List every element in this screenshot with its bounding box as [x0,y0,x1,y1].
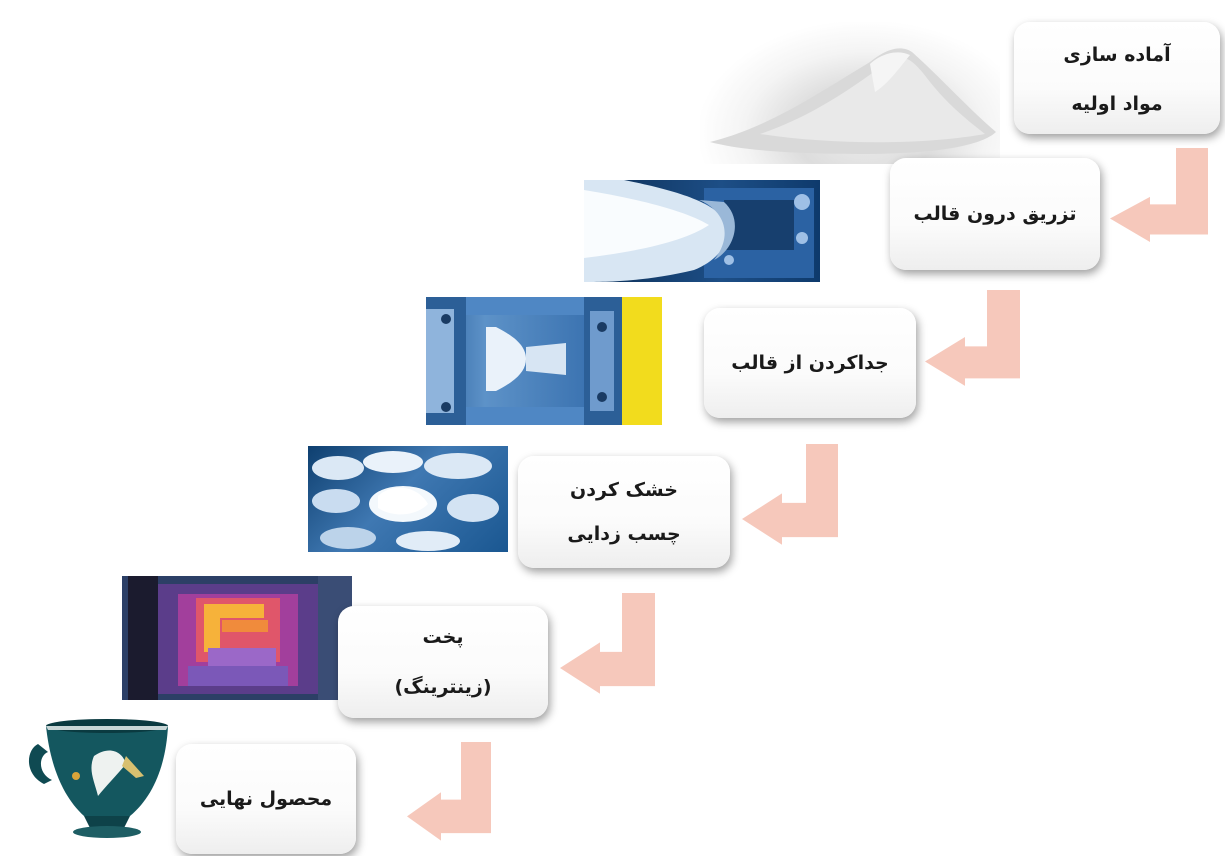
step-1-line-2: مواد اولیه [1071,93,1163,115]
drying-parts-icon [312,451,499,551]
injection-molding-machine-icon [584,180,814,282]
flow-arrow-3 [742,444,838,545]
step-4-line-2: چسب زدایی [567,523,681,545]
flow-arrow-2 [925,290,1020,386]
step-6-line-1: محصول نهایی [199,788,333,810]
sintering-furnace-icon [122,576,352,700]
mold-open-icon [426,297,622,425]
ceramic-cup-image [18,716,176,844]
sintering-furnace-image [122,576,352,700]
injection-machine-image [584,180,820,282]
step-box-demolding: جداکردن از قالب [704,308,916,418]
step-box-drying-debinding: خشک کردن چسب زدایی [518,456,730,568]
step-box-raw-material-prep: آماده سازی مواد اولیه [1014,22,1220,134]
flow-arrow-5 [407,742,491,841]
step-box-final-product: محصول نهایی [176,744,356,854]
step-4-line-1: خشک کردن [570,479,678,501]
powder-pile-image [700,22,1000,164]
step-1-line-1: آماده سازی [1063,44,1171,66]
step-2-line-1: تزریق درون قالب [913,203,1077,225]
step-5-line-1: پخت [422,626,464,648]
flow-arrow-4 [560,593,655,694]
powder-pile-icon [710,48,996,154]
flow-arrow-1 [1110,148,1208,242]
step-box-sintering: پخت (زینترینگ) [338,606,548,718]
mold-open-image [426,297,662,425]
ceramic-cup-icon [28,719,168,838]
step-box-injection: تزریق درون قالب [890,158,1100,270]
drying-parts-image [308,446,508,552]
step-3-line-1: جداکردن از قالب [731,352,889,374]
step-5-line-2: (زینترینگ) [394,676,492,698]
